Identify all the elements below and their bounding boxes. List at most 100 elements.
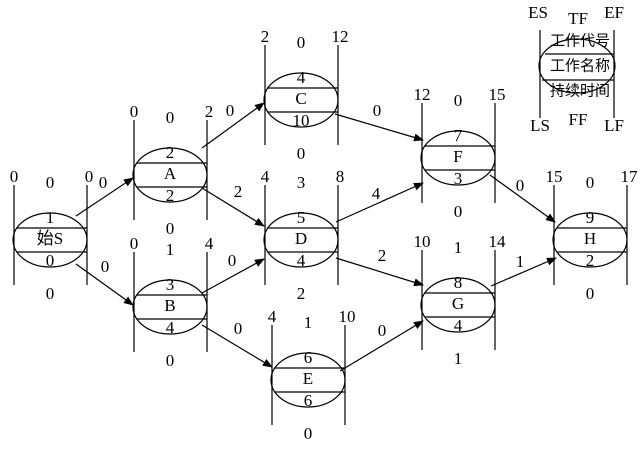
node-ellipse	[552, 212, 628, 268]
node-es: 0	[130, 234, 139, 253]
node-tf: 0	[586, 173, 595, 192]
legend-duration: 持续时间	[550, 82, 610, 99]
lag-label-B-E: 0	[234, 319, 243, 338]
node-duration: 0	[46, 251, 55, 270]
node-es: 10	[414, 232, 431, 251]
node-ellipse	[420, 130, 496, 186]
node-name: E	[303, 369, 313, 388]
node-duration: 4	[297, 251, 306, 270]
node-D[interactable]: 5D 4 4 3 8 2	[261, 167, 345, 303]
lag-label-C-F: 0	[373, 101, 382, 120]
node-ef: 0	[85, 167, 94, 186]
node-code: 2	[166, 143, 175, 162]
legend-name: 工作名称	[550, 57, 610, 74]
node-ellipse	[270, 352, 346, 408]
arrow-F-H	[489, 174, 556, 223]
node-ef: 2	[205, 102, 214, 121]
node-ff: 0	[297, 144, 306, 163]
arrow-A-C	[201, 102, 265, 149]
arrow-S-A	[75, 177, 134, 217]
node-name: F	[453, 147, 462, 166]
node-code: 6	[304, 348, 313, 367]
node-F[interactable]: 7F 3 12 0 15 0	[414, 85, 506, 221]
node-duration: 3	[454, 169, 463, 188]
lag-label-A-C: 0	[226, 101, 235, 120]
node-duration: 4	[166, 318, 175, 337]
node-ff: 0	[166, 351, 175, 370]
lag-label-A-D: 2	[234, 182, 243, 201]
node-ellipse	[263, 72, 339, 128]
lag-label-S-A: 0	[99, 173, 108, 192]
arrow-G-H	[490, 257, 557, 287]
node-ellipse	[132, 147, 208, 203]
node-es: 4	[268, 307, 277, 326]
lag-label-D-G: 2	[378, 246, 387, 265]
node-tf: 0	[454, 91, 463, 110]
node-ef: 4	[205, 234, 214, 253]
legend-ef: EF	[604, 3, 624, 22]
legend-ls: LS	[530, 116, 550, 135]
node-B[interactable]: 3B 4 0 1 4 0	[130, 234, 214, 370]
lag-label-G-H: 1	[516, 252, 525, 271]
node-ff: 0	[454, 202, 463, 221]
node-tf: 1	[454, 238, 463, 257]
node-ellipse	[420, 277, 496, 333]
node-ff: 2	[297, 284, 306, 303]
node-tf: 0	[297, 33, 306, 52]
node-es: 0	[130, 102, 139, 121]
node-ff: 1	[454, 349, 463, 368]
lag-label-S-B: 0	[101, 257, 110, 276]
lag-label-B-D: 0	[228, 251, 237, 270]
arrow-A-D	[201, 187, 265, 227]
legend: ES TF EF 工作代号 工作名称 持续时间 LS FF LF	[528, 3, 624, 135]
node-es: 15	[546, 167, 563, 186]
node-code: 8	[454, 273, 463, 292]
arrow-B-D	[201, 258, 265, 294]
node-ellipse	[263, 212, 339, 268]
node-es: 12	[414, 85, 431, 104]
node-ef: 14	[489, 232, 507, 251]
legend-ff: FF	[569, 110, 588, 129]
node-duration: 2	[586, 251, 595, 270]
node-ef: 17	[621, 167, 639, 186]
node-ff: 0	[46, 284, 55, 303]
node-ef: 10	[339, 307, 356, 326]
arrow-B-E	[201, 324, 273, 368]
node-code: 7	[454, 126, 463, 145]
legend-tf: TF	[568, 9, 588, 28]
node-duration: 4	[454, 316, 463, 335]
node-tf: 1	[166, 240, 175, 259]
node-ef: 12	[332, 27, 349, 46]
node-ef: 15	[489, 85, 506, 104]
node-G[interactable]: 8G 4 10 1 14 1	[414, 232, 507, 368]
legend-es: ES	[528, 3, 548, 22]
legend-code: 工作代号	[550, 32, 610, 49]
node-ellipse	[132, 279, 208, 335]
node-code: 9	[586, 208, 595, 227]
node-code: 3	[166, 275, 175, 294]
node-ellipse	[12, 212, 88, 268]
node-es: 4	[261, 167, 270, 186]
node-ff: 0	[304, 424, 313, 443]
node-name: D	[295, 229, 307, 248]
node-name: G	[452, 294, 464, 313]
node-code: 5	[297, 208, 306, 227]
node-code: 4	[297, 68, 306, 87]
node-ef: 8	[336, 167, 345, 186]
node-tf: 0	[166, 108, 175, 127]
node-name: B	[164, 296, 175, 315]
lag-label-D-F: 4	[372, 184, 381, 203]
arrow-E-G	[339, 320, 424, 372]
arrow-C-F	[334, 113, 424, 142]
node-es: 2	[261, 27, 270, 46]
node-duration: 2	[166, 186, 175, 205]
node-tf: 1	[304, 313, 313, 332]
node-tf: 3	[297, 173, 306, 192]
node-name: H	[584, 229, 596, 248]
